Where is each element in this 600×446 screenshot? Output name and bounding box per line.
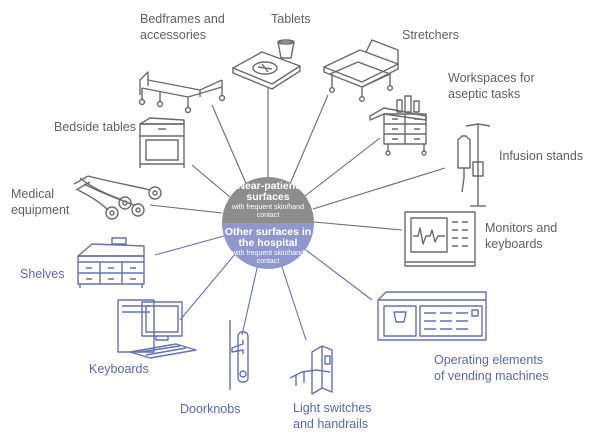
spoke-monitors — [313, 221, 403, 231]
blue-spokes — [154, 235, 373, 341]
label-monitors: Monitors and keyboards — [485, 221, 558, 251]
label-infusion-stands: Infusion stands — [499, 149, 584, 163]
light-switch-icon — [289, 345, 333, 395]
computer-icon — [117, 299, 197, 359]
hub-other-surfaces-subtitle: with frequent skin/hand contact — [232, 250, 304, 265]
infusion-stand-icon — [457, 123, 491, 207]
spoke-keyboards — [179, 252, 237, 321]
label-vending: Operating elements of vending machines — [434, 353, 549, 383]
spoke-bedframes — [211, 104, 249, 189]
door-handle-icon — [229, 320, 249, 390]
monitor-icon — [404, 211, 476, 267]
spoke-lightswitches — [280, 263, 307, 341]
spoke-vending — [305, 249, 373, 301]
spoke-medical — [149, 204, 223, 214]
stretcher-icon — [323, 39, 399, 102]
label-light-switches: Light switches and handrails — [293, 401, 372, 431]
label-doorknobs: Doorknobs — [180, 402, 241, 416]
label-bedframes: Bedframes and accessories — [140, 12, 225, 42]
label-bedside-tables: Bedside tables — [54, 120, 137, 134]
bedside-table-icon — [139, 117, 185, 168]
hub-bottom-half — [222, 223, 314, 269]
hub — [222, 177, 314, 269]
label-keyboards: Keyboards — [89, 362, 149, 376]
label-medical-equipment: Medical equipment — [11, 187, 70, 217]
spoke-shelves — [154, 235, 225, 256]
tray-icon — [232, 39, 301, 90]
label-workspaces: Workspaces for aseptic tasks — [448, 71, 535, 101]
spoke-doorknobs — [241, 263, 259, 336]
spoke-bedside — [191, 164, 231, 198]
spoke-stretchers — [289, 94, 329, 185]
hub-top-half — [222, 177, 314, 223]
vending-machine-icon — [377, 291, 487, 341]
ecg-electrodes-icon — [73, 175, 162, 220]
shelf-icon — [77, 237, 145, 288]
spoke-workspaces — [304, 137, 381, 197]
hub-near-patient-subtitle: with frequent skin/hand contact — [232, 204, 304, 219]
hub-near-patient-title: Near-patient surfaces — [237, 180, 299, 203]
hub-other-surfaces-title: Other surfaces in the hospital — [224, 226, 312, 249]
gray-spokes — [149, 88, 446, 231]
label-shelves: Shelves — [20, 267, 65, 281]
label-tablets: Tablets — [271, 12, 311, 26]
trolley-icon — [369, 95, 427, 156]
label-stretchers: Stretchers — [402, 28, 459, 42]
spoke-infusion — [312, 167, 446, 210]
bed-icon — [138, 71, 226, 114]
